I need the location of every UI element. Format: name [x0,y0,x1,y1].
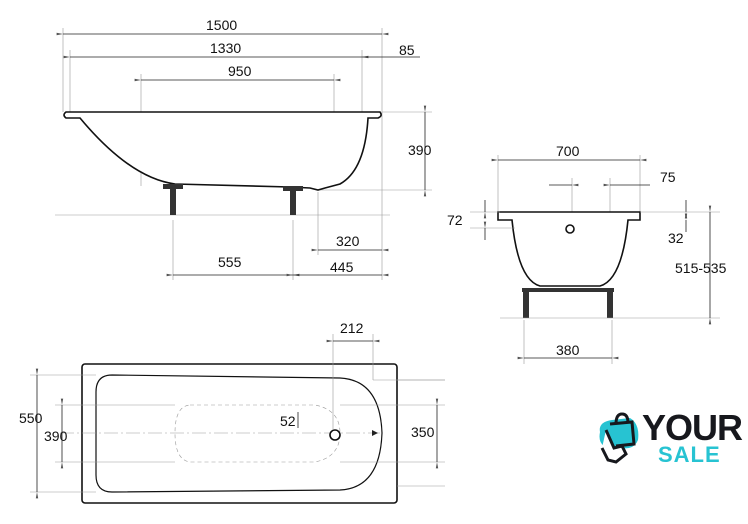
dim-inner-width: 390 [44,428,68,444]
top-view: 550 390 350 212 52 [19,320,445,504]
dim-leg-spacing: 380 [556,342,580,358]
dim-end-width: 700 [556,143,580,159]
dim-flat-bottom: 950 [228,63,252,79]
dim-rim-left: 72 [447,212,463,228]
dim-total-length: 1500 [206,17,237,33]
dim-outer-width: 550 [19,410,43,426]
dim-height: 390 [408,142,432,158]
foot-left [163,184,183,215]
end-view: 700 75 72 32 515-535 380 [447,143,727,364]
side-view: 1500 1330 85 950 390 320 555 445 [55,17,432,280]
foot-right [283,186,303,215]
dim-foot-spacing: 555 [218,254,242,270]
dim-rim-right: 32 [668,230,684,246]
dim-drain-diameter: 52 [280,413,296,429]
yoursale-logo: YOUR SALE [594,410,744,470]
dim-rim-offset: 85 [399,42,415,58]
dim-foot-end: 445 [330,259,354,275]
shopping-bag-hand-icon [599,412,639,464]
logo-text-your: YOUR [642,407,743,448]
dim-height-range: 515-535 [675,260,727,276]
logo-text-sale: SALE [658,442,721,467]
dim-drain-offset: 320 [336,233,360,249]
dim-drain-spacing: 75 [660,169,676,185]
dim-drain-end-width: 350 [411,424,435,440]
dim-drain-offset-top: 212 [340,320,364,336]
dim-inner-length: 1330 [210,40,241,56]
